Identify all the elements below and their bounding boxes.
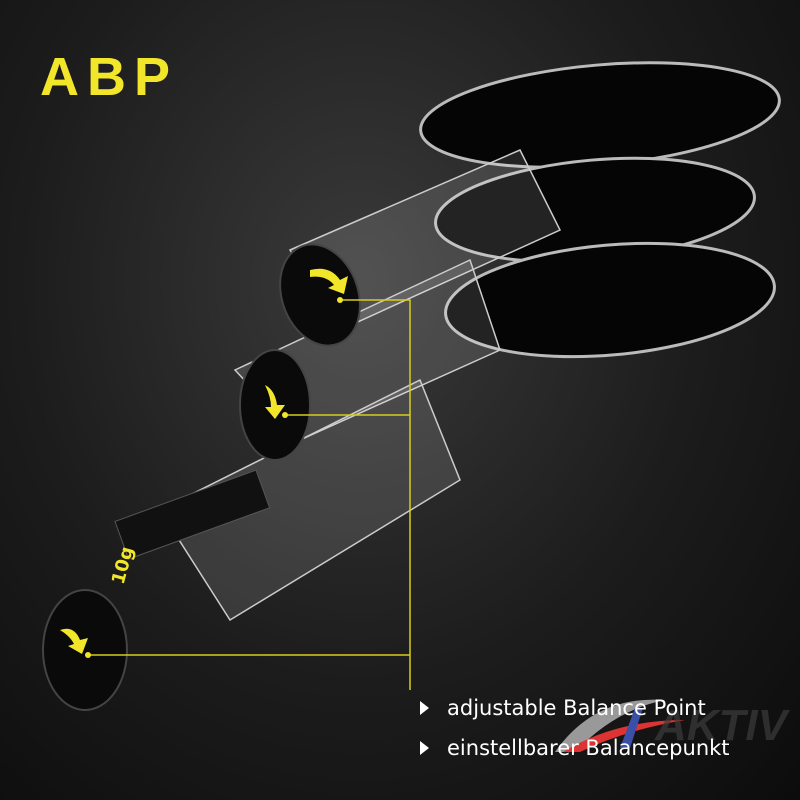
triangle-bullet-icon [420,701,429,715]
pointer-line [340,299,411,690]
rotate-arrow-icon [60,628,88,654]
page-title: ABP [40,47,179,107]
rotate-arrow-icon [265,385,285,419]
handle-bottom [158,378,461,622]
feature-item: adjustable Balance Point [420,688,730,728]
triangle-bullet-icon [420,741,429,755]
weight-bar [114,469,271,560]
svg-text:AKTIV: AKTIV [654,701,791,750]
cap-bottom [42,589,128,711]
cap-top [279,243,361,347]
feature-item: einstellbarer Balancepunkt [420,728,730,768]
feature-list: adjustable Balance Point einstellbarer B… [420,688,730,768]
brand-logo: AKTIV [555,699,791,752]
rotate-arrow-icon [310,268,348,294]
paddle-blade-bottom [444,241,776,359]
